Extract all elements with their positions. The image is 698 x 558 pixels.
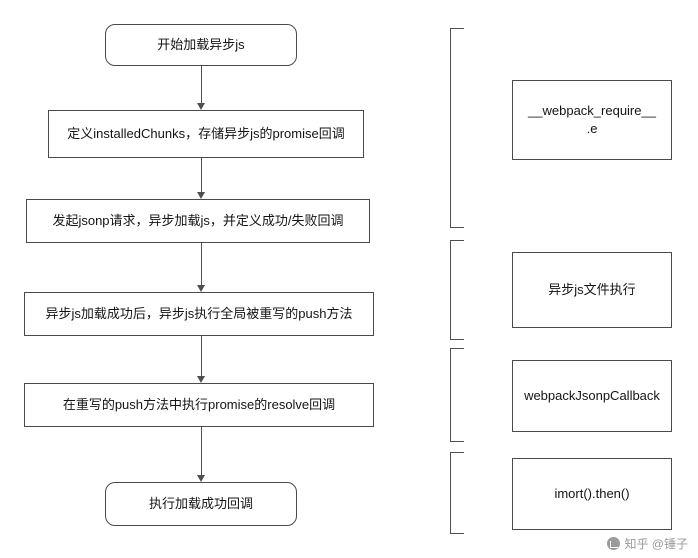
- connector-line-jsonp-to-push: [201, 243, 202, 285]
- flow-node-jsonp-request: 发起jsonp请求，异步加载js，并定义成功/失败回调: [26, 199, 370, 243]
- annotation-node-import-then: imort().then(): [512, 458, 672, 530]
- connector-line-resolve-to-callback: [201, 427, 202, 475]
- connector-arrow-start-to-define: [197, 103, 205, 110]
- annotation-node-webpack-require: __webpack_require__ .e: [512, 80, 672, 160]
- connector-arrow-resolve-to-callback: [197, 475, 205, 482]
- flow-node-success-callback: 执行加载成功回调: [105, 482, 297, 526]
- flow-node-promise-resolve: 在重写的push方法中执行promise的resolve回调: [24, 383, 374, 427]
- watermark: 知乎 @锤子: [607, 535, 688, 552]
- flow-node-define-installed-chunks: 定义installedChunks，存储异步js的promise回调: [48, 110, 364, 158]
- flow-node-push-method: 异步js加载成功后，异步js执行全局被重写的push方法: [24, 292, 374, 336]
- flow-node-start: 开始加载异步js: [105, 24, 297, 66]
- annotation-webpack-require-line1: __webpack_require__: [528, 103, 656, 119]
- annotation-webpack-require-line2: .e: [586, 121, 598, 136]
- annotation-node-webpack-jsonp-callback: webpackJsonpCallback: [512, 360, 672, 432]
- watermark-text: 知乎 @锤子: [624, 537, 688, 551]
- connector-line-start-to-define: [201, 66, 202, 103]
- bracket-async-js-exec: [450, 240, 464, 340]
- bracket-jsonp-callback: [450, 348, 464, 442]
- zhihu-logo-icon: [607, 537, 621, 550]
- connector-arrow-define-to-jsonp: [197, 192, 205, 199]
- connector-arrow-jsonp-to-push: [197, 285, 205, 292]
- annotation-node-async-js-exec: 异步js文件执行: [512, 252, 672, 328]
- connector-line-define-to-jsonp: [201, 158, 202, 192]
- connector-arrow-push-to-resolve: [197, 376, 205, 383]
- bracket-import-then: [450, 452, 464, 534]
- connector-line-push-to-resolve: [201, 336, 202, 376]
- bracket-webpack-require: [450, 28, 464, 228]
